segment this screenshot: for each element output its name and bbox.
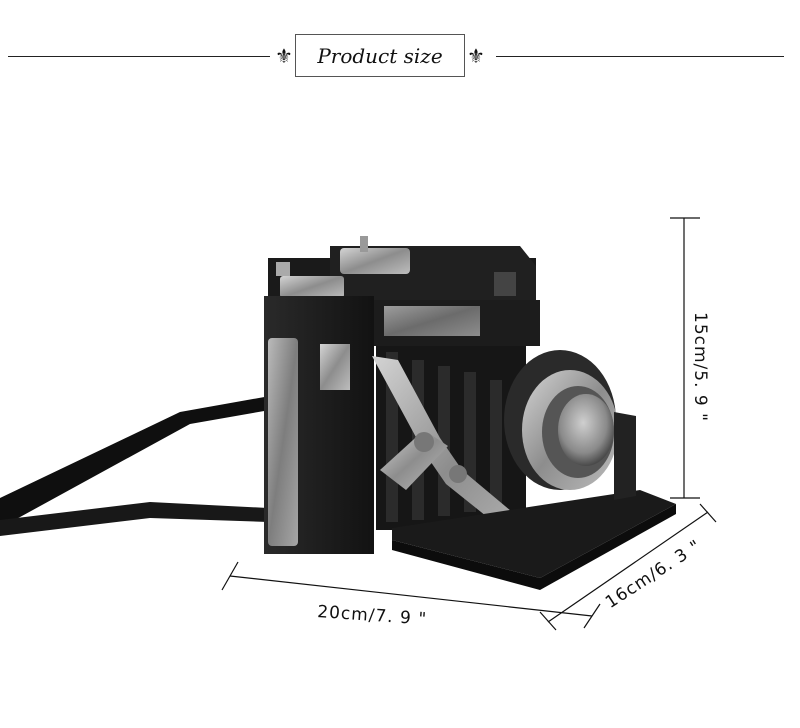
drop-bed bbox=[392, 490, 676, 578]
height-dimension-label: 15cm/5. 9 " bbox=[690, 312, 710, 422]
folding-strut bbox=[372, 356, 548, 556]
fleur-de-lis-icon: ⚜ bbox=[467, 44, 485, 68]
product-photo bbox=[0, 217, 717, 631]
section-header: ⚜ Product size ⚜ bbox=[0, 0, 800, 110]
camera-lens bbox=[504, 350, 618, 490]
header-line-left bbox=[8, 56, 270, 57]
camera-strap bbox=[0, 396, 270, 528]
fleur-de-lis-icon: ⚜ bbox=[275, 44, 293, 68]
camera-model bbox=[0, 236, 676, 590]
section-title: Product size bbox=[295, 34, 465, 77]
dimension-lines bbox=[221, 217, 717, 631]
header-line-right bbox=[496, 56, 784, 57]
